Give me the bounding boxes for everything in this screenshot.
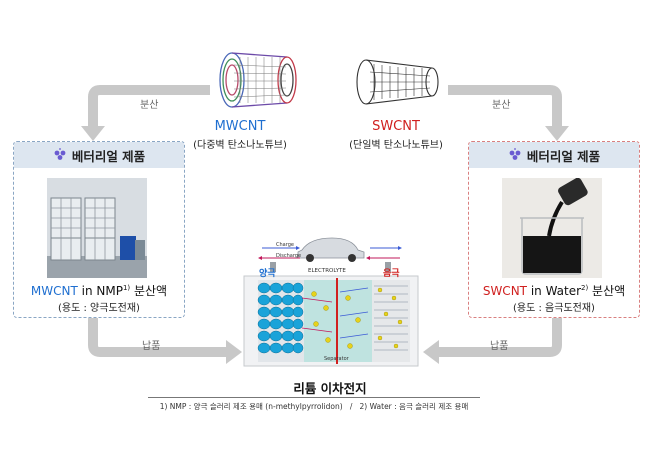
right-card-usage: (용도 : 음극도전재): [513, 303, 595, 314]
right-card-title-end: 분산액: [588, 284, 626, 298]
battery-title: 리튬 이차전지: [293, 381, 367, 396]
swcnt-name: SWCNT: [372, 119, 420, 134]
left-product-photo: [47, 178, 147, 278]
arrow-label-disperse-right: 분산: [492, 100, 511, 111]
swcnt-tube-illustration: [356, 59, 439, 105]
ev-car-icon: [297, 237, 365, 262]
arrow-head-into-battery-right: [423, 340, 439, 364]
battery-cathode-label: 양극: [259, 269, 276, 279]
beaker-pouring-image: [502, 178, 602, 278]
swcnt-desc: (단일벽 탄소나노튜브): [349, 140, 443, 151]
arrow-right-card-to-battery: [437, 318, 562, 357]
right-product-photo: [502, 178, 602, 278]
arrow-head-left-down: [81, 126, 105, 141]
battery-anode-label: 음극: [383, 269, 400, 279]
left-card-title-sup: 1): [122, 284, 131, 292]
battery-discharge-label: Discharge: [276, 253, 302, 259]
battery-separator-label: Separator: [324, 356, 349, 362]
arrow-swcnt-to-right-card: [448, 85, 562, 130]
battery-illustration: [243, 237, 419, 367]
left-card-title-end: 분산액: [130, 284, 168, 298]
right-card-title-rest: in Water: [527, 284, 582, 298]
footnote-divider: [148, 397, 480, 398]
right-card-title-highlight: SWCNT: [482, 284, 527, 298]
battery-charge-label: Charge: [276, 242, 294, 248]
left-card-header: 베터리얼 제품: [14, 142, 184, 168]
arrow-label-deliver-left: 납품: [142, 341, 161, 352]
arrow-mwcnt-to-left-card: [88, 85, 210, 130]
grape-logo-icon: [509, 148, 521, 160]
left-card-title-rest: in NMP: [77, 284, 123, 298]
mwcnt-name: MWCNT: [214, 119, 266, 134]
right-product-card: 베터리얼 제품 SWCNT in Water2) 분산액 (용도 : 음극도전재…: [468, 141, 640, 318]
mwcnt-tube-illustration: [219, 52, 297, 108]
arrow-head-right-down: [545, 126, 569, 141]
grape-logo-icon: [54, 148, 66, 160]
left-card-title-highlight: MWCNT: [30, 284, 78, 298]
ibc-tanks-image: [47, 178, 147, 278]
left-product-card: 베터리얼 제품 MWCNT in NMP1) 분산액 (용도 : 양극: [13, 141, 185, 318]
right-card-title-sup: 2): [581, 284, 589, 292]
left-card-brand: 베터리얼 제품: [71, 148, 146, 164]
arrow-label-deliver-right: 납품: [490, 341, 509, 352]
arrow-left-card-to-battery: [88, 318, 228, 357]
left-card-usage: (용도 : 양극도전재): [58, 303, 140, 314]
left-card-title: MWCNT in NMP1) 분산액: [14, 282, 184, 299]
arrow-head-into-battery-left: [226, 340, 242, 364]
right-card-title: SWCNT in Water2) 분산액: [469, 282, 639, 299]
arrow-label-disperse-left: 분산: [140, 100, 159, 111]
battery-electrolyte-label: ELECTROLYTE: [308, 268, 346, 274]
right-card-header: 베터리얼 제품: [469, 142, 639, 168]
mwcnt-desc: (다중벽 탄소나노튜브): [193, 140, 287, 151]
footnote: 1) NMP : 양극 슬러리 제조 용매 (n-methylpyrrolido…: [159, 402, 469, 411]
right-card-brand: 베터리얼 제품: [526, 148, 601, 164]
